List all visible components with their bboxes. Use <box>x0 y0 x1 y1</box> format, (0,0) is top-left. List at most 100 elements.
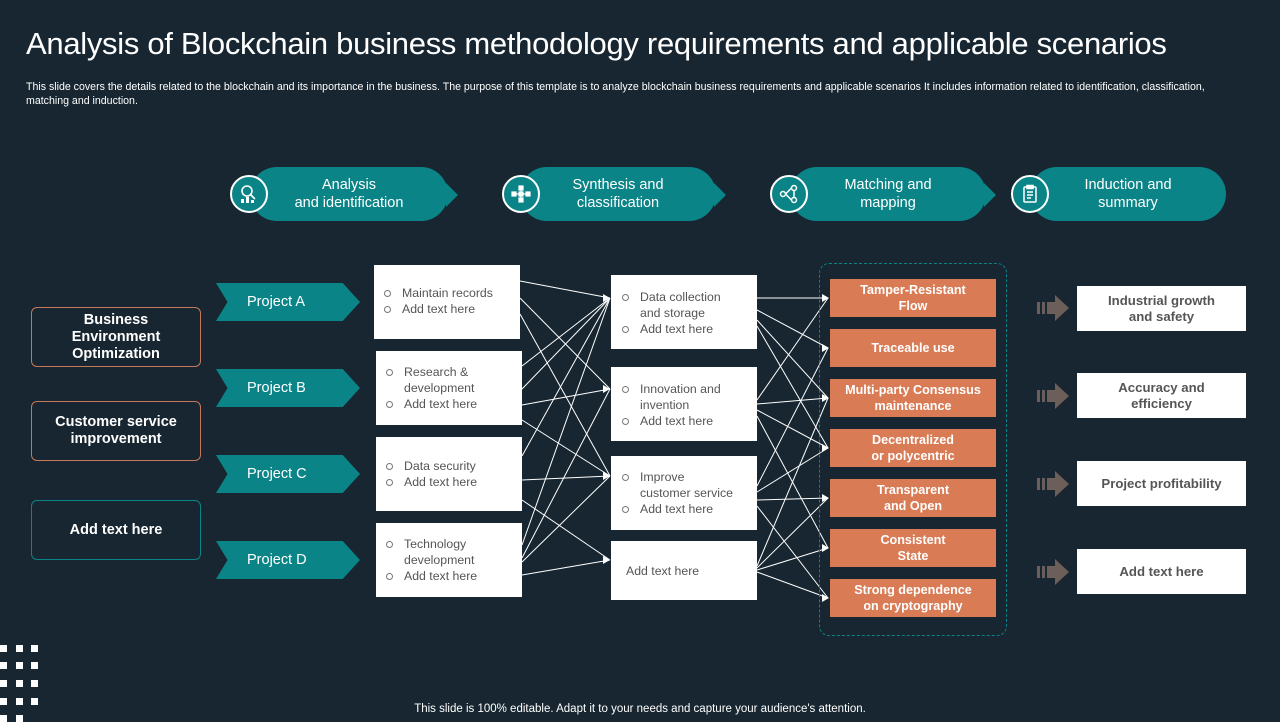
detail-item: Add text here <box>384 396 514 412</box>
goal-line: Optimization <box>72 345 160 362</box>
stage-synthesis-pill: Synthesis and classification <box>520 167 716 221</box>
outcome-line: Industrial growth <box>1108 292 1215 308</box>
feature-line: Flow <box>898 299 928 313</box>
detail-line: Technology <box>404 537 467 551</box>
detail-item: Add text here <box>384 474 514 490</box>
right-arrow-icon <box>1037 559 1069 585</box>
stage-label-line2: and identification <box>294 195 404 211</box>
goal-add-text: Add text here <box>31 500 201 560</box>
category-item: Add text here <box>620 321 749 337</box>
feature-line: Tamper-Resistant <box>860 283 966 297</box>
feature-line: Traceable use <box>871 341 955 355</box>
search-chart-icon <box>230 175 268 213</box>
detail-item: Add text here <box>384 568 514 584</box>
detail-item: Data security <box>384 458 514 474</box>
outcome-line: and safety <box>1128 308 1195 324</box>
project-c-tag: Project C <box>216 455 360 493</box>
right-arrow-icon <box>1037 471 1069 497</box>
goal-line: Business <box>83 311 149 328</box>
outcome-profitability: Project profitability <box>1077 461 1246 506</box>
footer-note: This slide is 100% editable. Adapt it to… <box>414 703 866 715</box>
category-line: customer service <box>640 486 733 500</box>
stage-matching-pill: Matching and mapping <box>790 167 986 221</box>
feature-line: Transparent <box>876 483 950 497</box>
stage-label-line2: classification <box>576 195 660 211</box>
feature-cryptography: Strong dependence on cryptography <box>830 579 996 617</box>
stage-label-line1: Induction and <box>1084 177 1172 193</box>
feature-line: State <box>897 549 929 563</box>
features-frame <box>819 263 1007 636</box>
project-b-tag: Project B <box>216 369 360 407</box>
project-d-tag: Project D <box>216 541 360 579</box>
stage-induction-pill: Induction and summary <box>1030 167 1226 221</box>
category-box: Add text here <box>611 541 757 600</box>
feature-line: and Open <box>883 499 943 513</box>
project-a-tag: Project A <box>216 283 360 321</box>
feature-decentralized: Decentralized or polycentric <box>830 429 996 467</box>
feature-line: Decentralized <box>872 433 954 447</box>
detail-item: Maintain records <box>382 285 512 301</box>
detail-line: Research & <box>404 365 469 379</box>
category-line: Data collection <box>640 290 721 304</box>
stage-analysis-pill: Analysis and identification <box>250 167 448 221</box>
feature-line: Multi-party Consensus <box>845 383 981 397</box>
outcome-line: Add text here <box>1119 563 1204 579</box>
stage-pointer <box>984 183 996 207</box>
outcome-line: Project profitability <box>1101 475 1222 491</box>
category-item: Add text here <box>620 501 749 517</box>
goal-line: Add text here <box>69 521 163 538</box>
feature-line: or polycentric <box>871 449 955 463</box>
stage-label-line1: Analysis <box>321 177 376 193</box>
category-line: Improve <box>640 470 685 484</box>
network-icon <box>502 175 540 213</box>
goal-line: improvement <box>70 431 162 447</box>
category-item: Add text here <box>620 413 749 429</box>
feature-traceable-use: Traceable use <box>830 329 996 367</box>
feature-transparent: Transparent and Open <box>830 479 996 517</box>
stage-label-line2: mapping <box>860 195 916 211</box>
stage-label-line1: Matching and <box>844 177 932 193</box>
clipboard-icon <box>1011 175 1049 213</box>
category-line: Innovation and <box>640 382 721 396</box>
outcome-add-text: Add text here <box>1077 549 1246 594</box>
detail-item: Research & development <box>384 364 514 396</box>
category-line: invention <box>640 398 690 412</box>
page-subtitle: This slide covers the details related to… <box>26 81 1205 107</box>
feature-line: maintenance <box>874 399 952 413</box>
category-text: Add text here <box>626 564 700 578</box>
stage-label-line1: Synthesis and <box>572 177 664 193</box>
outcome-line: Accuracy and <box>1118 379 1205 395</box>
stage-pointer <box>446 183 458 207</box>
detail-line: development <box>404 381 475 395</box>
detail-item: Add text here <box>382 301 512 317</box>
feature-line: Strong dependence <box>854 583 972 597</box>
detail-item: Technology development <box>384 536 514 568</box>
detail-line: development <box>404 553 475 567</box>
page-title: Analysis of Blockchain business methodol… <box>26 26 1167 61</box>
feature-line: Consistent <box>880 533 946 547</box>
goal-line: Environment <box>71 328 161 345</box>
feature-line: on cryptography <box>863 599 963 613</box>
stage-label-line2: summary <box>1098 195 1158 211</box>
right-arrow-icon <box>1037 295 1069 321</box>
stage-pointer <box>714 183 726 207</box>
decorative-dots <box>0 645 40 722</box>
goal-line: Customer service <box>55 414 177 430</box>
right-arrow-icon <box>1037 383 1069 409</box>
outcome-line: efficiency <box>1131 395 1192 411</box>
feature-multi-party-consensus: Multi-party Consensus maintenance <box>830 379 996 417</box>
category-item: Improve customer service <box>620 469 749 501</box>
